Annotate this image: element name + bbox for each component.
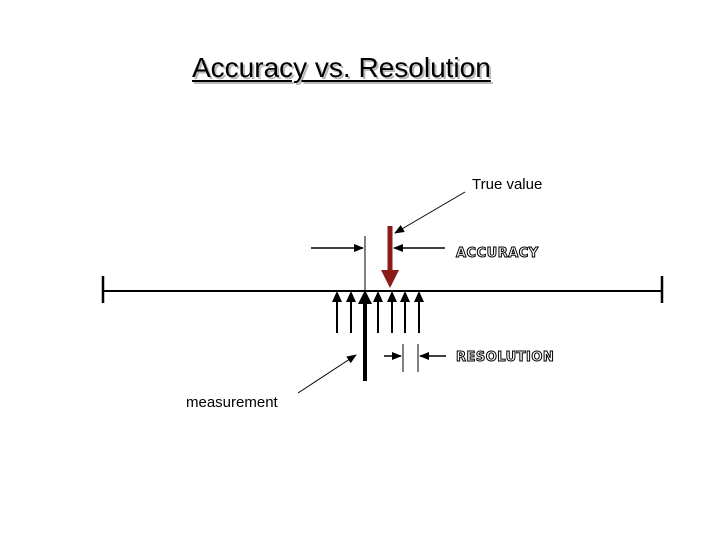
tick-arrow: [346, 291, 356, 333]
scale-line: [101, 276, 664, 303]
tick-arrow: [332, 291, 342, 333]
true-value-arrow: [381, 226, 399, 288]
measurement-label: measurement: [186, 394, 278, 411]
true-value-label: True value: [472, 176, 543, 193]
resolution-label: RESOLUTION: [455, 350, 555, 366]
accuracy-dimension: [311, 236, 445, 291]
tick-arrow: [387, 291, 397, 333]
accuracy-label: ACCURACY: [456, 246, 539, 262]
resolution-tick-arrows: [332, 291, 424, 333]
measurement-arrow: [358, 290, 372, 381]
tick-arrow: [414, 291, 424, 333]
resolution-dimension: [384, 344, 446, 372]
slide-title: Accuracy vs. Resolution: [192, 52, 491, 83]
true-value-leader: [394, 191, 466, 234]
tick-arrow: [400, 291, 410, 333]
tick-arrow: [373, 291, 383, 333]
measurement-leader: [297, 354, 357, 394]
